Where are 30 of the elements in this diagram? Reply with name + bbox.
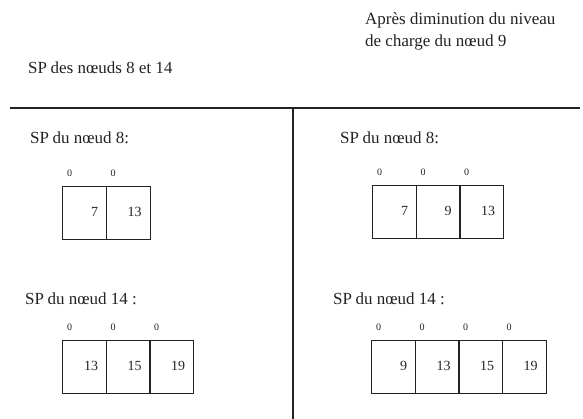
list-cell: 19 [502,340,546,394]
column-heading: SP des nœuds 8 et 14 [28,57,172,79]
list-cell: 13 [106,186,150,240]
counter-mark: 0 [67,168,72,179]
list-cell: 9 [371,340,416,394]
list-title: SP du nœud 14 : [25,289,137,309]
counter-mark: 0 [420,322,424,333]
list-title: SP du nœud 8: [30,128,130,148]
column-heading: Après diminution du niveau de charge du nœud 9 [365,8,556,52]
counter-mark: 0 [110,168,116,179]
list-cell: 15 [458,340,503,394]
list-cell: 9 [416,185,460,239]
counter-mark: 0 [376,322,381,333]
list-cell: 13 [62,340,107,394]
list-cell: 13 [459,185,504,239]
list-cell: 7 [62,186,107,240]
counter-mark: 0 [463,322,468,333]
counter-mark: 0 [464,167,469,178]
list-title: SP du nœud 14 : [333,289,445,309]
counter-mark: 0 [377,167,382,178]
counter-mark: 0 [154,322,159,333]
counter-mark: 0 [506,322,512,333]
list-cell: 13 [414,340,460,394]
list-cell: 15 [106,340,150,394]
list-cell: 7 [372,185,417,239]
counter-mark: 0 [420,167,426,178]
list-cell: 19 [149,340,194,394]
counter-mark: 0 [67,322,72,333]
counter-mark: 0 [110,322,116,333]
list-title: SP du nœud 8: [340,128,440,148]
